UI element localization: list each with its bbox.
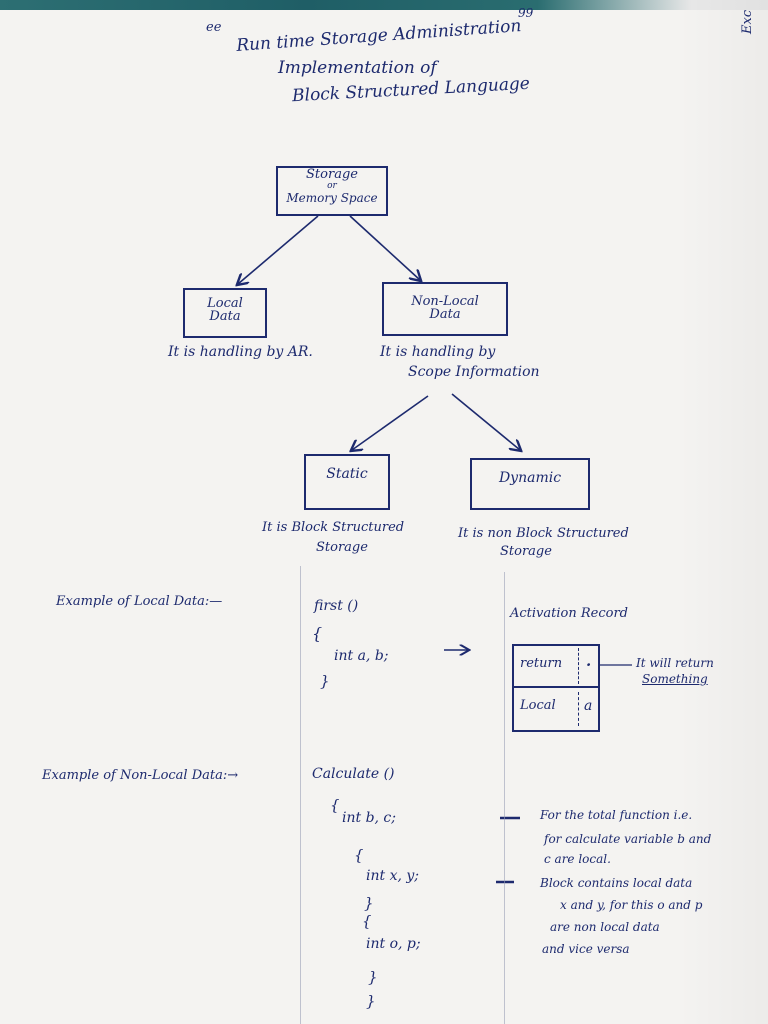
local-code-line-3: int a, b; (334, 648, 389, 664)
nonlocal-data-label-2: Data (429, 307, 461, 322)
nonlocal-code-line-1: Calculate () (312, 766, 395, 782)
memory-space-label: Memory Space (286, 191, 378, 205)
ar-divider-2 (578, 692, 579, 726)
dynamic-note-2: Storage (500, 544, 552, 559)
nonlocal-code-line-4: { (354, 846, 364, 864)
dynamic-note-1: It is non Block Structured (458, 526, 629, 541)
local-data-label-2: Data (209, 309, 241, 324)
nonlocal-note-a-2: for calculate variable b and (544, 832, 712, 846)
local-data-box: Local Data (183, 288, 267, 338)
nonlocal-code-line-7: { (362, 912, 372, 930)
title-line-2: Implementation of (278, 58, 437, 78)
dynamic-label: Dynamic (498, 470, 562, 486)
ar-return-label: return (520, 656, 563, 671)
nonlocal-data-note-1: It is handling by (380, 344, 496, 360)
nonlocal-data-note-2: Scope Information (408, 364, 540, 380)
nonlocal-note-b-4: and vice versa (542, 942, 630, 956)
nonlocal-code-line-9: } (368, 968, 378, 986)
dynamic-box: Dynamic (470, 458, 590, 510)
nonlocal-note-b-3: are non local data (550, 920, 660, 934)
nonlocal-code-line-10: } (366, 992, 376, 1010)
local-example-label: Example of Local Data:— (56, 594, 223, 609)
nonlocal-code-line-5: int x, y; (366, 868, 419, 884)
nonlocal-code-line-6: } (364, 894, 374, 912)
storage-box: Storage or Memory Space (276, 166, 388, 216)
ar-divider-1 (578, 648, 579, 684)
nonlocal-note-a-3: c are local. (544, 852, 611, 866)
code-margin-line-right (504, 572, 505, 1024)
storage-or: or (327, 181, 337, 191)
ar-local-label: Local (520, 698, 556, 713)
ar-row-local: Local a (514, 688, 598, 730)
storage-label: Storage (306, 167, 358, 182)
ar-note-1: It will return (636, 656, 714, 670)
ar-local-value: a (584, 698, 593, 714)
nonlocal-example-label: Example of Non-Local Data:→ (42, 768, 239, 783)
nonlocal-note-a-1: For the total function i.e. (540, 808, 693, 822)
nonlocal-note-b-2: x and y, for this o and p (560, 898, 703, 912)
nonlocal-data-box: Non-Local Data (382, 282, 508, 336)
local-code-line-1: first () (314, 598, 359, 614)
nonlocal-data-label-1: Non-Local (411, 294, 479, 309)
activation-record-table: return . Local a (512, 644, 600, 732)
activation-record-title: Activation Record (510, 606, 628, 621)
page-shadow (678, 0, 768, 1024)
code-margin-line-left (300, 566, 301, 1024)
top-edge-band (0, 0, 768, 10)
local-code-line-4: } (320, 672, 330, 690)
local-data-note: It is handling by AR. (168, 344, 313, 360)
static-box: Static (304, 454, 390, 510)
local-code-line-2: { (312, 624, 323, 643)
corner-mark-right: 99 (518, 6, 534, 20)
nonlocal-note-b-1: Block contains local data (540, 876, 693, 890)
ar-row-return: return . (514, 646, 598, 688)
corner-mark-left: ee (206, 20, 222, 35)
static-label: Static (326, 466, 368, 482)
static-note-2: Storage (316, 540, 368, 555)
nonlocal-code-line-8: int o, p; (366, 936, 421, 952)
nonlocal-code-line-3: int b, c; (342, 810, 396, 826)
static-note-1: It is Block Structured (262, 520, 405, 535)
local-data-label-1: Local (207, 296, 243, 311)
nonlocal-code-line-2: { (330, 796, 340, 814)
ar-note-2: Something (642, 672, 708, 686)
ar-return-value: . (586, 652, 592, 670)
